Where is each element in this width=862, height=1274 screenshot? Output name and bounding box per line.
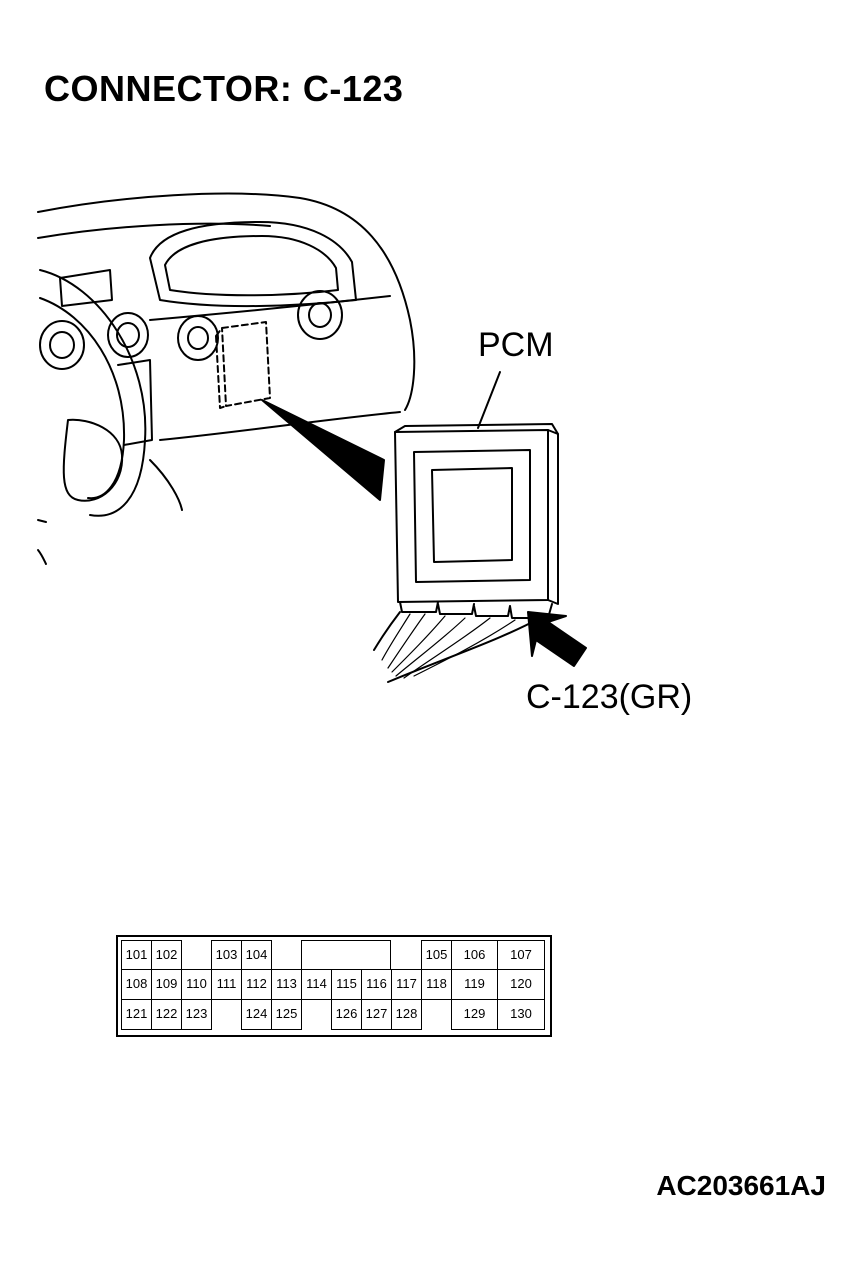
- center-vent: [107, 312, 149, 358]
- pcm-leader-line: [477, 371, 501, 429]
- pin-128: 128: [391, 999, 422, 1030]
- wire-harness-upper: [373, 611, 401, 651]
- round-gauge-right-inner: [308, 302, 332, 328]
- pin-101: 101: [121, 940, 152, 970]
- pcm-panel: [431, 467, 513, 563]
- round-gauge-right: [297, 290, 343, 340]
- pcm-location-dashed-edge: [215, 327, 227, 409]
- pin-118: 118: [421, 969, 452, 1000]
- steering-column: [117, 359, 153, 446]
- pin-125: 125: [271, 999, 302, 1030]
- pin-121: 121: [121, 999, 152, 1030]
- pin-119: 119: [451, 969, 498, 1000]
- side-vent-box: [59, 269, 113, 307]
- pcm-body-front: [394, 429, 549, 603]
- connector-housings: [399, 601, 553, 619]
- wire-harness-strands: [381, 613, 516, 679]
- pin-102: 102: [151, 940, 182, 970]
- pin-114: 114: [301, 969, 332, 1000]
- pcm-label: PCM: [478, 326, 554, 364]
- pin-103: 103: [211, 940, 242, 970]
- pcm-location-dashed: [221, 321, 271, 407]
- round-gauge-left: [177, 315, 219, 361]
- pin-124: 124: [241, 999, 272, 1030]
- dash-lower-line: [159, 411, 401, 441]
- dash-mid-line: [149, 295, 391, 321]
- pin-123: 123: [181, 999, 212, 1030]
- pin-115: 115: [331, 969, 362, 1000]
- pin-117: 117: [391, 969, 422, 1000]
- round-gauge-left-inner: [187, 326, 209, 350]
- wire-harness-lower: [387, 617, 541, 683]
- pin-116: 116: [361, 969, 392, 1000]
- steering-wheel-inner: [39, 297, 126, 500]
- pin-113: 113: [271, 969, 302, 1000]
- pin-109: 109: [151, 969, 182, 1000]
- page-title: CONNECTOR: C-123: [44, 68, 404, 109]
- pin-122: 122: [151, 999, 182, 1030]
- steering-wheel-outer: [39, 269, 147, 517]
- instrument-hood-inner: [164, 235, 339, 297]
- pin-110: 110: [181, 969, 212, 1000]
- connector-arrow: [527, 611, 587, 667]
- pointer-wedge: [261, 399, 385, 501]
- instrument-hood: [149, 221, 357, 308]
- dashboard-top-inner: [37, 222, 271, 239]
- left-lower-line: [37, 519, 47, 523]
- dashboard-top-outline: [37, 192, 416, 411]
- pin-107: 107: [497, 940, 545, 970]
- pin-120: 120: [497, 969, 545, 1000]
- pin-105: 105: [421, 940, 452, 970]
- center-vent-inner: [116, 322, 140, 348]
- pin-126: 126: [331, 999, 362, 1030]
- pin-104: 104: [241, 940, 272, 970]
- pin-108: 108: [121, 969, 152, 1000]
- pin-112: 112: [241, 969, 272, 1000]
- figure-code: AC203661AJ: [656, 1170, 826, 1201]
- pin-127: 127: [361, 999, 392, 1030]
- pin-106: 106: [451, 940, 498, 970]
- pcm-body-side: [547, 429, 559, 605]
- left-vent-inner: [49, 331, 75, 359]
- connector-pin-layout: 101 102 103 104 105 106 107 108 109 110 …: [116, 935, 552, 1037]
- left-vent: [39, 320, 85, 370]
- pin-blank-block: [301, 940, 391, 970]
- connector-label: C-123(GR): [526, 678, 693, 716]
- pin-129: 129: [451, 999, 498, 1030]
- pin-130: 130: [497, 999, 545, 1030]
- lower-console-line: [149, 459, 183, 511]
- left-lower-curve: [37, 549, 47, 565]
- steering-wheel-hub: [62, 418, 124, 502]
- pin-111: 111: [211, 969, 242, 1000]
- pcm-panel-frame: [413, 449, 531, 583]
